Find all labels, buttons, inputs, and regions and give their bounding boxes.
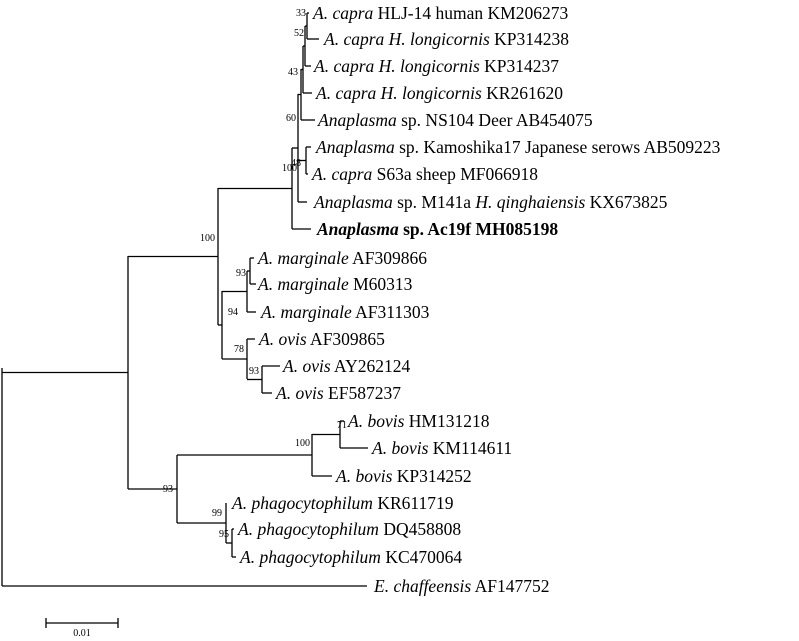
taxon-label: A. capra S63a sheep MF066918 [311, 164, 538, 184]
bootstrap-value: 93 [163, 484, 173, 495]
taxon-label-part: sp. Kamoshika17 Japanese serows AB509223 [395, 137, 721, 157]
taxon-label-part: AF147752 [471, 576, 549, 596]
taxon-label: E. chaffeensis AF147752 [373, 576, 549, 596]
taxon-label-part: AF311303 [352, 302, 430, 322]
taxon-label-part: A. phagocytophilum [239, 547, 381, 567]
bootstrap-value: 95 [219, 529, 229, 540]
taxon-label-part: DQ458808 [379, 519, 461, 539]
taxon-label: A. capra HLJ-14 human KM206273 [312, 3, 568, 23]
bootstrap-value: 33 [296, 8, 306, 19]
bootstrap-value: 78 [234, 344, 244, 355]
taxon-label: A. ovis AY262124 [282, 356, 410, 376]
taxon-label-part: A. capra [312, 3, 374, 23]
taxon-label: A. marginale AF309866 [257, 248, 427, 268]
taxon-label: A. phagocytophilum KC470064 [239, 547, 462, 567]
taxon-label-part: M60313 [349, 274, 413, 294]
bootstrap-value: 93 [249, 366, 259, 377]
taxon-label-part: A. bovis [371, 438, 429, 458]
taxon-label-part: sp. NS104 Deer AB454075 [397, 110, 593, 130]
taxon-label-part: HM131218 [404, 411, 489, 431]
taxon-label-part: A. capra H. longicornis [313, 56, 480, 76]
bootstrap-value: 43 [288, 67, 298, 78]
taxon-label-part: S63a sheep MF066918 [372, 164, 538, 184]
taxon-label: A. capra H. longicornis KR261620 [315, 83, 563, 103]
taxon-label-part: sp. Ac19f MH085198 [399, 219, 559, 239]
bootstrap-value: 100 [200, 233, 215, 244]
bootstrap-value: 100 [295, 438, 310, 449]
bootstrap-value: 48 [291, 158, 301, 169]
taxon-label: Anaplasma sp. NS104 Deer AB454075 [317, 110, 593, 130]
taxon-label-part: A. ovis [258, 329, 307, 349]
taxon-label-part: KR261620 [482, 83, 563, 103]
taxon-label: A. bovis HM131218 [347, 411, 490, 431]
tree-branches [1, 12, 368, 587]
taxon-label: A. ovis EF587237 [275, 383, 401, 403]
bootstrap-value: 100 [282, 163, 297, 174]
taxon-label-part: A. ovis [275, 383, 324, 403]
taxon-label-part: A. marginale [257, 274, 349, 294]
taxon-label-part: KX673825 [585, 192, 667, 212]
taxon-label-part: KP314237 [480, 56, 559, 76]
taxon-label-part: H. qinghaiensis [474, 192, 585, 212]
taxon-label: A. capra H. longicornis KP314238 [323, 29, 569, 49]
taxon-label: A. marginale M60313 [257, 274, 413, 294]
taxon-label-part: KM114611 [428, 438, 512, 458]
taxon-label-part: AY262124 [331, 356, 411, 376]
taxon-label-part: Anaplasma [315, 137, 395, 157]
taxon-label-part: AF309865 [307, 329, 386, 349]
taxon-label: Anaplasma sp. Kamoshika17 Japanese serow… [315, 137, 721, 157]
taxon-label-part: KR611719 [373, 493, 454, 513]
taxon-label: A. marginale AF311303 [260, 302, 430, 322]
taxon-label-part: sp. M141a [393, 192, 476, 212]
taxon-label: Anaplasma sp. Ac19f MH085198 [316, 219, 558, 239]
taxon-label-part: EF587237 [324, 383, 402, 403]
taxon-label-part: Anaplasma [316, 219, 399, 239]
taxon-label-part: A. marginale [260, 302, 352, 322]
scale-bar: 0.01 [45, 618, 119, 639]
taxon-label: A. ovis AF309865 [258, 329, 385, 349]
bootstrap-value: 99 [212, 508, 222, 519]
taxon-label-part: A. capra H. longicornis [315, 83, 482, 103]
taxon-label-part: A. marginale [257, 248, 349, 268]
scale-bar-label: 0.01 [73, 628, 91, 639]
taxon-label-part: A. bovis [335, 466, 393, 486]
bootstrap-value: 60 [286, 113, 296, 124]
taxon-label-part: A. ovis [282, 356, 331, 376]
taxon-label: Anaplasma sp. M141a H. qinghaiensis KX67… [313, 192, 668, 212]
taxon-label: A. bovis KP314252 [335, 466, 472, 486]
bootstrap-value: 71 [337, 420, 347, 431]
taxon-label-part: Anaplasma [317, 110, 397, 130]
taxon-label-part: AF309866 [349, 248, 428, 268]
taxon-label-part: A. capra H. longicornis [323, 29, 490, 49]
taxon-label-part: A. phagocytophilum [231, 493, 373, 513]
taxon-label: A. bovis KM114611 [371, 438, 512, 458]
taxon-label-part: HLJ-14 human KM206273 [373, 3, 568, 23]
bootstrap-value: 94 [228, 307, 238, 318]
bootstrap-value: 93 [236, 268, 246, 279]
bootstrap-value: 52 [294, 28, 304, 39]
taxon-label-part: KP314238 [490, 29, 569, 49]
taxon-label: A. capra H. longicornis KP314237 [313, 56, 559, 76]
taxon-label-part: A. capra [311, 164, 373, 184]
taxon-label-part: A. bovis [347, 411, 405, 431]
taxon-label-part: KP314252 [392, 466, 471, 486]
taxon-label-part: Anaplasma [313, 192, 393, 212]
taxon-label-part: E. chaffeensis [373, 576, 471, 596]
taxon-label-part: A. phagocytophilum [237, 519, 379, 539]
taxon-label: A. phagocytophilum KR611719 [231, 493, 454, 513]
taxon-label-part: KC470064 [381, 547, 462, 567]
taxon-label: A. phagocytophilum DQ458808 [237, 519, 461, 539]
